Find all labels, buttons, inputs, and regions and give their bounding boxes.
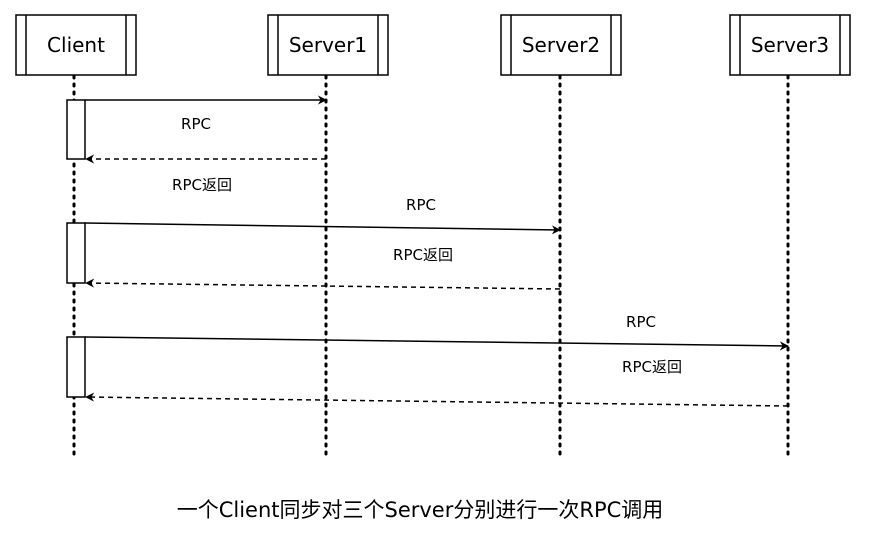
participant-client: Client: [15, 14, 137, 76]
lifelines: [72, 74, 790, 462]
activation-bar-2: [66, 222, 86, 284]
message-label-4: RPC返回: [393, 246, 453, 264]
activations: [66, 99, 86, 398]
messages: RPC RPC返回 RPC RPC返回 RPC RPC返回: [84, 95, 789, 407]
participant-box: [15, 14, 137, 76]
activation-bar-3: [66, 336, 86, 398]
message-arrow-return-3: [85, 392, 789, 407]
participant-label-client: Client: [47, 33, 105, 57]
diagram-caption: 一个Client同步对三个Server分别进行一次RPC调用: [177, 498, 664, 522]
participant-box: [729, 14, 851, 76]
message-label-3: RPC: [406, 196, 436, 214]
message-label-1: RPC: [181, 115, 211, 133]
participant-label-server3: Server3: [751, 33, 829, 57]
participant-server1: Server1: [267, 14, 389, 76]
message-label-5: RPC: [626, 313, 656, 331]
participant-box: [267, 14, 389, 76]
message-arrow-call-2: [84, 222, 561, 235]
message-arrow-call-3: [84, 336, 789, 351]
message-label-6: RPC返回: [622, 358, 682, 376]
activation-bar-1: [66, 99, 86, 160]
participant-server3: Server3: [729, 14, 851, 76]
message-arrow-return-2: [85, 278, 561, 290]
participant-label-server2: Server2: [522, 33, 600, 57]
participant-box: [500, 14, 622, 76]
participant-label-server1: Server1: [289, 33, 367, 57]
message-label-2: RPC返回: [172, 176, 232, 194]
participant-server2: Server2: [500, 14, 622, 76]
